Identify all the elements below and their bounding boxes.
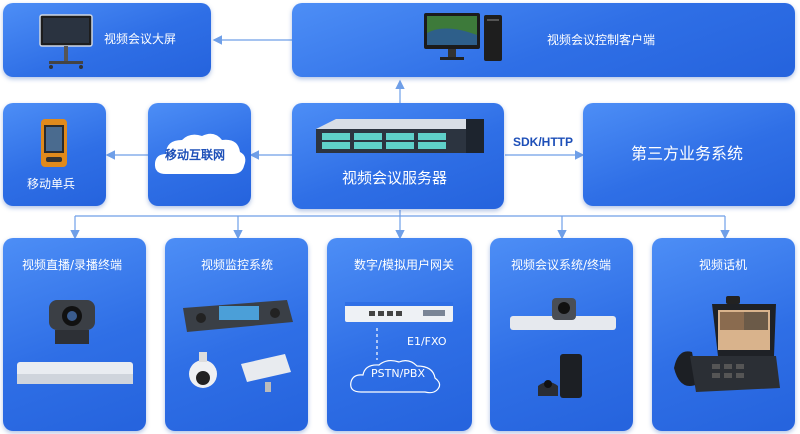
server-node: 视频会议服务器 xyxy=(292,103,504,209)
mobile-soldier-node: 移动单兵 xyxy=(3,103,106,206)
desktop-computer-icon xyxy=(424,13,502,61)
gateway-node: 数字/模拟用户网关 E1/FXO PSTN/PBX xyxy=(327,238,472,431)
conf-terminal-label: 视频会议系统/终端 xyxy=(511,258,612,272)
video-phone-icon xyxy=(674,296,780,392)
e1-fxo-label: E1/FXO xyxy=(407,335,447,348)
big-screen-node: 视频会议大屏 xyxy=(3,3,211,77)
conf-terminal-node: 视频会议系统/终端 xyxy=(490,238,633,431)
mobile-device-icon xyxy=(41,119,67,167)
video-phone-node: 视频话机 xyxy=(652,238,795,431)
big-screen-label: 视频会议大屏 xyxy=(104,32,177,46)
mobile-internet-node: 移动互联网 xyxy=(148,103,251,206)
third-party-label: 第三方业务系统 xyxy=(631,144,744,163)
pstn-pbx-label: PSTN/PBX xyxy=(371,367,425,380)
control-client-node: 视频会议控制客户端 xyxy=(292,3,795,77)
mobile-internet-label: 移动互联网 xyxy=(165,148,226,162)
conference-terminal-icon xyxy=(510,298,616,398)
mobile-soldier-label: 移动单兵 xyxy=(27,177,76,191)
camera-recorder-icon xyxy=(17,300,133,384)
video-phone-label: 视频话机 xyxy=(699,258,748,272)
live-record-node: 视频直播/录播终端 xyxy=(3,238,146,431)
sdk-http-label: SDK/HTTP xyxy=(513,135,573,149)
pstn-cloud-icon xyxy=(350,359,441,394)
monitoring-node: 视频监控系统 xyxy=(165,238,308,431)
gateway-device-icon xyxy=(345,302,453,322)
control-client-label: 视频会议控制客户端 xyxy=(547,33,656,47)
live-record-label: 视频直播/录播终端 xyxy=(22,258,123,272)
surveillance-icon xyxy=(183,300,293,392)
third-party-node: 第三方业务系统 xyxy=(583,103,795,206)
server-label: 视频会议服务器 xyxy=(342,169,448,187)
rack-server-icon xyxy=(316,119,484,153)
gateway-label: 数字/模拟用户网关 xyxy=(354,258,455,272)
cloud-icon xyxy=(154,133,246,174)
tv-screen-icon xyxy=(39,14,93,69)
monitoring-label: 视频监控系统 xyxy=(201,258,274,272)
